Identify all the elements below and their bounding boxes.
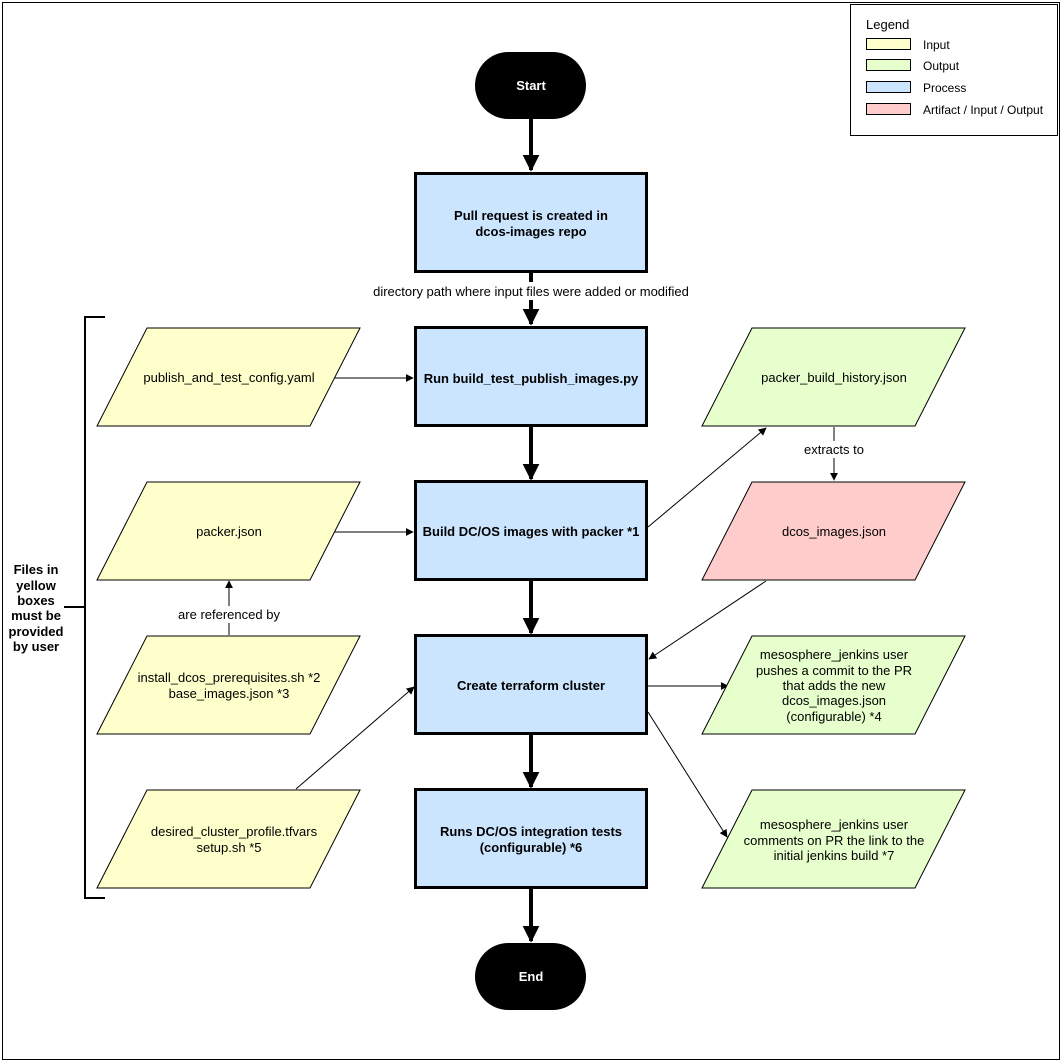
comment-line-2: comments on PR the link to the bbox=[744, 833, 925, 848]
commit-line-1: mesosphere_jenkins user bbox=[760, 647, 909, 662]
input-packer-json[interactable]: packer.json bbox=[96, 481, 361, 581]
edge-build-to-history bbox=[647, 427, 767, 528]
user-files-bracket: Files in yellow boxes must be provided b… bbox=[9, 316, 105, 899]
start-terminal[interactable]: Start bbox=[475, 52, 586, 119]
extracts-to-label-bg bbox=[799, 441, 869, 458]
edge-profile-to-cluster bbox=[295, 686, 415, 790]
cluster-profile-line-1: desired_cluster_profile.tfvars bbox=[151, 824, 318, 839]
extracts-to-label: extracts to bbox=[804, 442, 864, 457]
bracket-line-4: must be bbox=[11, 608, 61, 623]
process-pull-request[interactable]: Pull request is created in dcos-images r… bbox=[414, 172, 648, 273]
edge-dcosimages-to-cluster bbox=[648, 580, 767, 660]
pull-request-line-2: dcos-images repo bbox=[475, 224, 586, 239]
directory-path-label: directory path where input files were ad… bbox=[373, 284, 689, 299]
directory-path-label-bg bbox=[368, 282, 694, 300]
integration-tests-line-2: (configurable) *6 bbox=[480, 840, 583, 855]
integration-tests-line-1: Runs DC/OS integration tests bbox=[440, 824, 622, 839]
create-cluster-label: Create terraform cluster bbox=[457, 678, 605, 693]
comment-line-1: mesosphere_jenkins user bbox=[760, 817, 909, 832]
dcos-images-label: dcos_images.json bbox=[782, 524, 886, 539]
legend-swatch-artifact bbox=[866, 103, 911, 115]
edge-cluster-to-comment bbox=[647, 711, 728, 838]
output-comment[interactable]: mesosphere_jenkins user comments on PR t… bbox=[701, 789, 966, 889]
cluster-profile-line-2: setup.sh *5 bbox=[196, 840, 261, 855]
output-build-history[interactable]: packer_build_history.json bbox=[701, 327, 966, 427]
legend: Legend Input Output Process Artifact / I… bbox=[850, 4, 1058, 136]
end-label: End bbox=[519, 969, 544, 984]
process-integration-tests[interactable]: Runs DC/OS integration tests (configurab… bbox=[414, 788, 648, 889]
commit-line-3: that adds the new bbox=[783, 678, 886, 693]
process-run-script[interactable]: Run build_test_publish_images.py bbox=[414, 326, 648, 427]
legend-label-artifact: Artifact / Input / Output bbox=[923, 103, 1044, 117]
bracket-line-5: provided bbox=[9, 624, 64, 639]
legend-label-process: Process bbox=[923, 81, 966, 95]
legend-swatch-input bbox=[866, 38, 911, 50]
packer-json-label: packer.json bbox=[196, 524, 262, 539]
config-yaml-label: publish_and_test_config.yaml bbox=[143, 370, 314, 385]
bracket-line-1: Files in bbox=[14, 562, 59, 577]
bracket-line-6: by user bbox=[13, 639, 59, 654]
build-images-label: Build DC/OS images with packer *1 bbox=[423, 524, 640, 539]
legend-swatch-process bbox=[866, 81, 911, 93]
run-script-label: Run build_test_publish_images.py bbox=[424, 371, 639, 386]
process-build-images[interactable]: Build DC/OS images with packer *1 bbox=[414, 480, 648, 581]
legend-swatch-output bbox=[866, 59, 911, 71]
prereq-line-2: base_images.json *3 bbox=[169, 686, 290, 701]
prereq-line-1: install_dcos_prerequisites.sh *2 bbox=[138, 670, 321, 685]
legend-title: Legend bbox=[866, 17, 909, 32]
process-create-cluster[interactable]: Create terraform cluster bbox=[414, 634, 648, 735]
input-config-yaml[interactable]: publish_and_test_config.yaml bbox=[96, 327, 361, 427]
build-history-label: packer_build_history.json bbox=[761, 370, 907, 385]
legend-label-output: Output bbox=[923, 59, 960, 73]
legend-label-input: Input bbox=[923, 38, 950, 52]
referenced-by-label-bg bbox=[172, 606, 286, 623]
input-prerequisites[interactable]: install_dcos_prerequisites.sh *2 base_im… bbox=[96, 635, 361, 735]
comment-line-3: initial jenkins build *7 bbox=[774, 848, 895, 863]
bracket-line-2: yellow bbox=[16, 578, 57, 593]
artifact-dcos-images[interactable]: dcos_images.json bbox=[701, 481, 966, 581]
referenced-by-label: are referenced by bbox=[178, 607, 280, 622]
input-cluster-profile[interactable]: desired_cluster_profile.tfvars setup.sh … bbox=[96, 789, 361, 889]
start-label: Start bbox=[516, 78, 546, 93]
commit-line-2: pushes a commit to the PR bbox=[756, 663, 912, 678]
end-terminal[interactable]: End bbox=[475, 943, 586, 1010]
commit-line-4: dcos_images.json bbox=[782, 693, 886, 708]
output-commit[interactable]: mesosphere_jenkins user pushes a commit … bbox=[701, 635, 966, 735]
commit-line-5: (configurable) *4 bbox=[786, 709, 881, 724]
bracket-line-3: boxes bbox=[17, 593, 55, 608]
pull-request-line-1: Pull request is created in bbox=[454, 208, 608, 223]
